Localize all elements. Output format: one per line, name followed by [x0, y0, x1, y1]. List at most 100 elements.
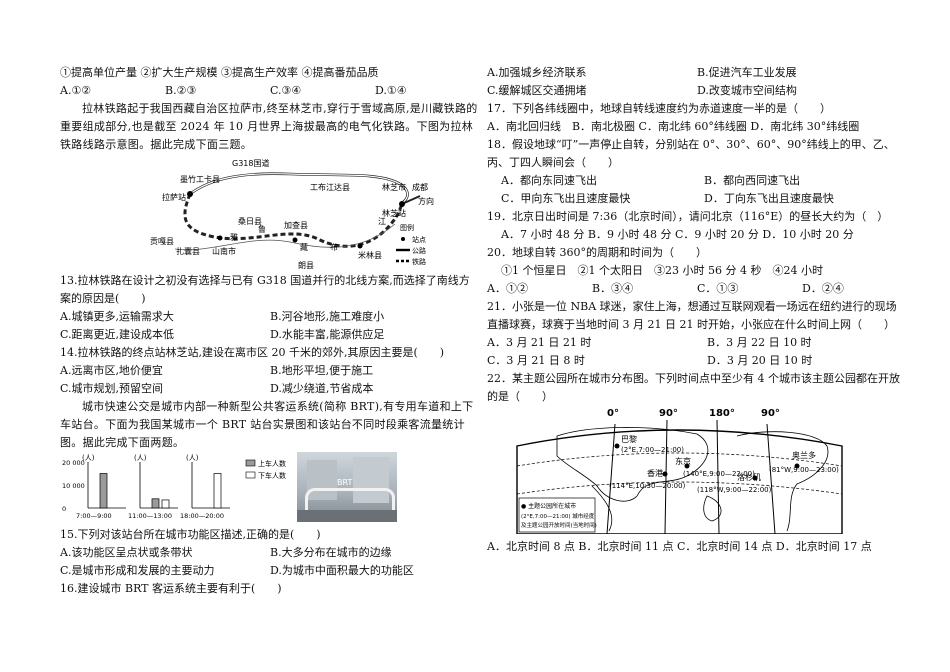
orlando-info: (81°W,9:00—23:00): [769, 466, 839, 474]
q21-stem: 21．小张是一位 NBA 球迷，家住上海，想通过互联网观看一场远在纽约进行的现场…: [487, 300, 897, 331]
bar-1-0: [151, 498, 160, 509]
q21-choice-b: B．3 月 22 日 10 时: [707, 336, 812, 349]
q20-choices: A．①② B．③④ C．①③ D．②④: [487, 280, 907, 298]
q16-choice-b: B.促进汽车工业发展: [697, 66, 797, 79]
q14-choice-d: D.减少绕道,节省成本: [270, 382, 374, 395]
sangri-label: 桑日县: [238, 216, 262, 226]
q18-stem: 18．假设地球“叮”一声停止自转，分别站在 0°、30°、60°、90°纬线上的…: [487, 138, 895, 169]
q13-choice-c: C.距离更近,建设成本低: [60, 328, 175, 341]
meridian-0: [606, 423, 616, 534]
q13-choice-a: A.城镇更多,运输需求大: [60, 310, 174, 323]
shannan-label: 山南市: [212, 246, 236, 256]
q12-choice-a: A.①②: [60, 84, 92, 97]
tokyo-label: 东京: [675, 456, 691, 466]
svg-text:藏: 藏: [300, 242, 308, 252]
legend-label-board: 上车人数: [258, 459, 286, 468]
paris-info: (2°E,7:00—21:00): [621, 446, 684, 454]
orlando-dot: [794, 463, 800, 469]
q12-choice-d: D.①④: [375, 84, 407, 97]
q15-stem: 15.下列对该站台所在城市功能区描述,正确的是( ): [60, 528, 321, 541]
legend-line-2: (2°E,7:00—21:00) 城市经度: [521, 512, 595, 520]
brt-station-photo: BRT: [297, 452, 397, 522]
q12-choices: A.①② B.②③ C.③④ D.①④: [60, 82, 480, 100]
q21-choices: A．3 月 21 日 21 时 B．3 月 22 日 10 时: [487, 334, 907, 352]
q15-choice-c: C.是城市形成和发展的主要动力: [60, 564, 215, 577]
direction-label: 方向: [418, 196, 434, 206]
q20-choice-d: D．②④: [802, 282, 844, 295]
brt-photo-sign: BRT: [337, 478, 353, 487]
q20-stem: 20．地球自转 360°的周期和时间为（ ）: [487, 246, 707, 259]
q13-choice-d: D.水能丰富,能源供应足: [270, 328, 385, 341]
theme-park-world-map: 0° 90° 180° 90° 巴黎 (2°E,7:00—21:00) 东京: [487, 406, 907, 534]
jiacha-label: 加查县: [284, 220, 308, 230]
x-category-label-2: 18:00—20:00: [180, 512, 224, 520]
q12-choice-b: B.②③: [165, 84, 197, 97]
hongkong-info: (114°E,10:30—20:00): [609, 482, 686, 490]
q21-choice-d: D．3 月 20 日 10 时: [707, 354, 813, 367]
lasa-railway-map: G318国道 墨竹工卡县 拉萨站 工布江达县 林芝市 成都 方向 林芝站 图例 …: [60, 154, 480, 272]
q13-choice-b: B.河谷地形,施工难度小: [270, 310, 385, 323]
q18-choice-d: D．丁向东飞出且速度最快: [704, 192, 834, 205]
y-tick-label: 20 000: [62, 459, 85, 467]
yarlung-river-line: [174, 223, 396, 251]
zhanang-label: 扎囊县: [176, 246, 200, 256]
svg-text:江: 江: [378, 217, 386, 226]
q15-choice-a: A.该功能区呈点状或条带状: [60, 546, 193, 559]
q16-choice-c: C.缓解城区交通拥堵: [487, 84, 587, 97]
q17-stem: 17．下列各纬线圈中，地球自转线速度约为赤道速度一半的是（ ）: [487, 102, 831, 115]
lasa-station-dot: [187, 191, 193, 197]
lon-0-label: 0°: [607, 408, 619, 419]
left-column: ①提高单位产量 ②扩大生产规模 ③提高生产效率 ④提高番茄品质 A.①② B.②…: [60, 64, 480, 598]
svg-text:布: 布: [330, 242, 338, 252]
bar-2-1: [213, 473, 222, 509]
q14-choices: A.远离市区,地价便宜 B.地形平坦,便于施工: [60, 362, 480, 380]
bar-chart-unit-2: (人): [186, 454, 199, 462]
linzhi-station-dot: [399, 201, 405, 207]
q18-choice-b: B．都向西同速飞出: [704, 174, 801, 187]
q15-choice-d: D.为城市中面积最大的功能区: [270, 564, 414, 577]
q12-choice-c: C.③④: [270, 84, 302, 97]
map-legend: [518, 497, 596, 533]
svg-text:鲁: 鲁: [258, 224, 266, 234]
q20-items: ①1 个恒星日 ②1 个太阳日 ③23 小时 56 分 4 秒 ④24 小时: [501, 264, 823, 277]
tokyo-info: (140°E,9:00—22:00): [683, 470, 755, 478]
q14-choice-c: C.城市规划,预留空间: [60, 382, 164, 395]
q20-choice-a: A．①②: [487, 282, 528, 295]
q18-choice-a: A．都向东同速飞出: [501, 174, 597, 187]
la-info: (118°W,9:00—22:00): [697, 486, 772, 494]
q14-choice-b: B.地形平坦,便于施工: [270, 364, 374, 377]
q19-stem: 19．北京日出时间是 7:36（北京时间），请问北京（116°E）的昼长大约为（…: [487, 210, 889, 223]
legend-line-1: ● 主题公园所在城市: [521, 502, 576, 510]
milin-label: 米林县: [358, 250, 382, 260]
q19-choices: A．7 小时 48 分 B．9 小时 48 分 C．9 小时 20 分 D．10…: [501, 228, 854, 241]
x-category-label-1: 11:00—13:00: [128, 512, 172, 520]
q18-choice-c: C．甲向东飞出且速度最快: [501, 192, 631, 205]
lasa-intro-paragraph: 拉林铁路起于我国西藏自治区拉萨市,终至林芝市,穿行于雪域高原,是川藏铁路的重要组…: [60, 102, 478, 151]
q20-choice-c: C．①③: [697, 282, 739, 295]
q17-choices: A．南北回归线 B．南北极圈 C．南北纬 60°纬线圈 D．南北纬 30°纬线圈: [487, 120, 860, 133]
x-category-label-0: 7:00—9:00: [76, 512, 112, 520]
mozhu-label: 墨竹工卡县: [180, 174, 220, 184]
svg-text:雅: 雅: [230, 232, 238, 242]
q21-choice-a: A．3 月 21 日 21 时: [487, 336, 592, 349]
q15-choices: A.该功能区呈点状或条带状 B.大多分布在城市的边缘: [60, 544, 480, 562]
lon-90e-label: 90°: [659, 408, 678, 419]
q16-stem: 16.建设城市 BRT 客运系统主要有利于( ): [60, 582, 282, 595]
lasa-label: 拉萨站: [162, 192, 186, 202]
lang-label: 朗县: [298, 260, 314, 270]
hongkong-label: 香港: [647, 468, 663, 478]
orlando-label: 奥兰多: [792, 450, 816, 460]
q21-choice-c: C．3 月 21 日 8 时: [487, 354, 585, 367]
bar-0-0: [99, 473, 108, 509]
q20-choice-b: B．③④: [592, 282, 634, 295]
linzhi-city-label: 林芝市: [382, 182, 406, 192]
q22-choices: A．北京时间 8 点 B．北京时间 11 点 C．北京时间 14 点 D．北京时…: [487, 540, 872, 553]
q15-choice-b: B.大多分布在城市的边缘: [270, 546, 392, 559]
q16-choices: A.加强城乡经济联系 B.促进汽车工业发展: [487, 64, 907, 82]
g318-label: G318国道: [232, 158, 269, 168]
bar-chart-unit-0: (人): [82, 454, 95, 462]
legend-rail: 铁路: [412, 257, 426, 266]
y-tick-label: 10 000: [62, 482, 85, 490]
q18-choices: A．都向东同速飞出 B．都向西同速飞出: [487, 172, 907, 190]
